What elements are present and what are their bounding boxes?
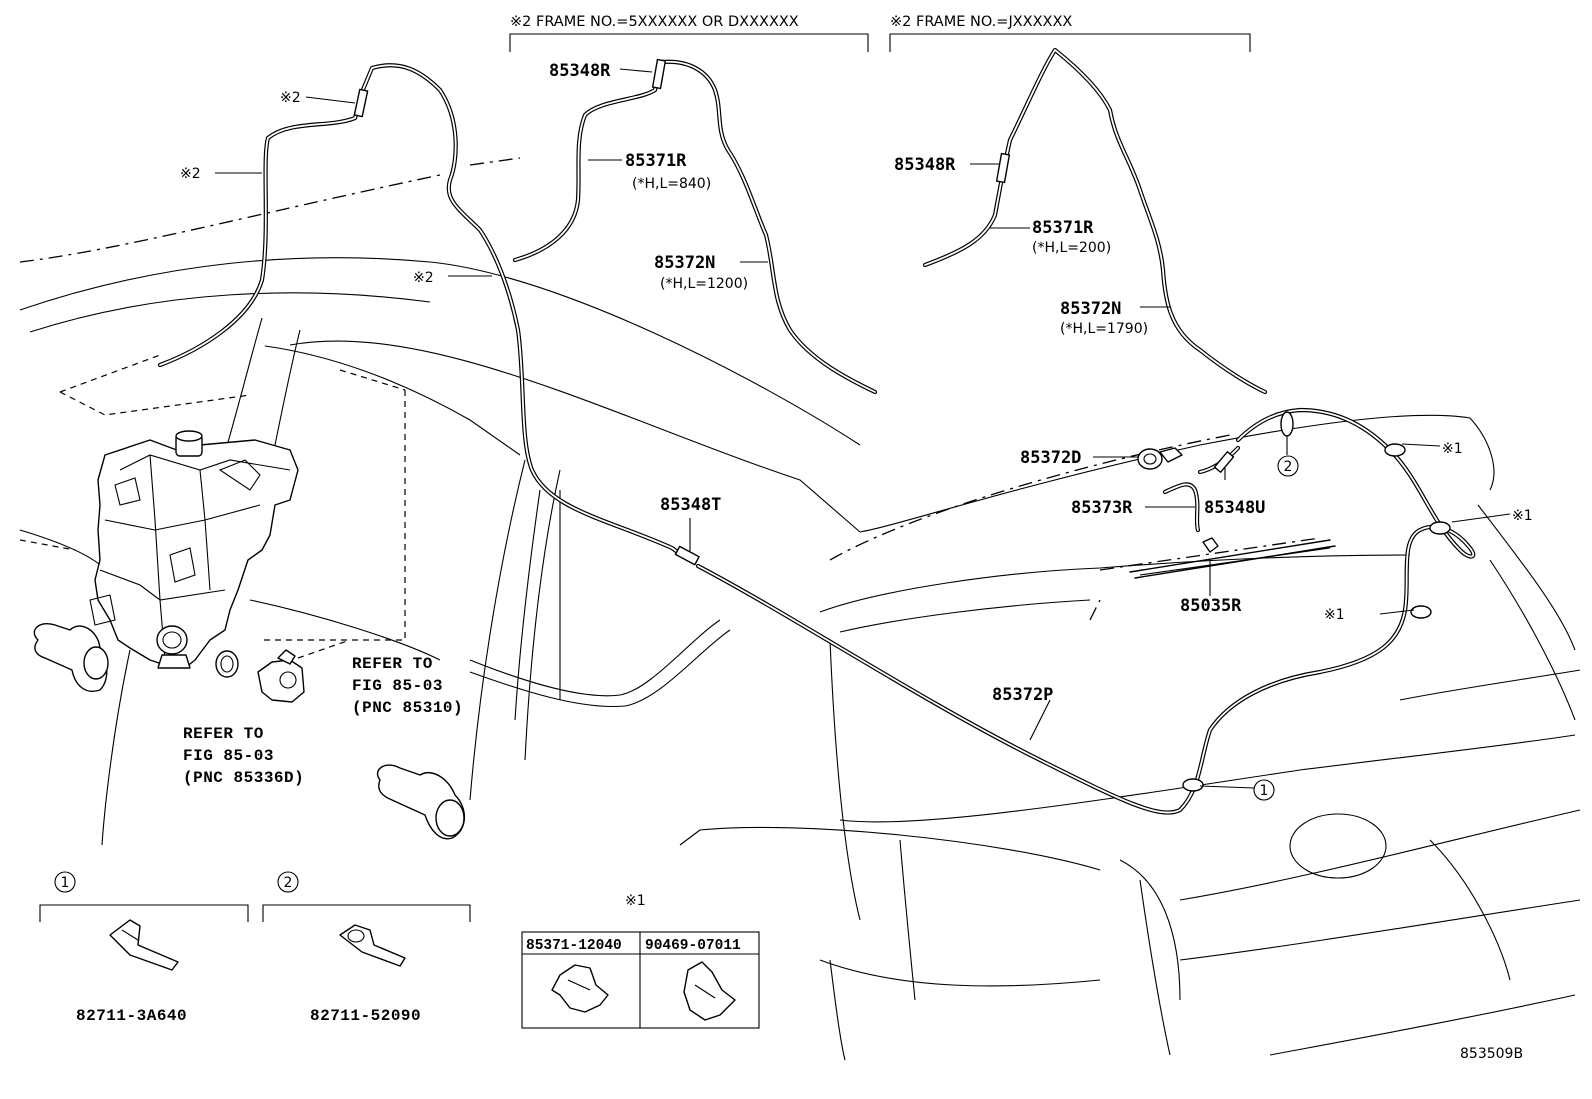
clamp-2-icon <box>1280 411 1294 437</box>
grommet-icon <box>215 650 239 678</box>
clamp-82711-52090-icon <box>339 924 406 967</box>
legend-clamp-1: 1 82711-3A640 <box>39 871 249 1025</box>
part-label: 82711-52090 <box>310 1007 421 1025</box>
refer-text: (PNC 85336D) <box>183 769 304 787</box>
svg-text:2: 2 <box>284 875 293 891</box>
callout-number: 2 <box>1284 459 1293 475</box>
washer-pump-icon <box>257 639 351 703</box>
vehicle-body-outline <box>19 157 1581 1061</box>
refer-text: REFER TO <box>183 725 264 743</box>
clamp-ring-icon <box>1384 443 1406 457</box>
hose-variant-b <box>922 47 1268 395</box>
part-label: 82711-3A640 <box>76 1007 187 1025</box>
part-label: 85348U <box>1204 498 1265 518</box>
clamp-82711-3A640-icon <box>109 919 179 971</box>
svg-text:※2 FRAME NO.=JXXXXXX: ※2 FRAME NO.=JXXXXXX <box>890 14 1072 30</box>
part-label: 85035R <box>1180 596 1242 616</box>
table-note: ※1 <box>625 893 646 909</box>
svg-text:※2 FRAME NO.=5XXXXXX OR DXXXXX: ※2 FRAME NO.=5XXXXXX OR DXXXXXX <box>510 14 799 30</box>
note-label: ※1 <box>1324 607 1345 623</box>
clamp-ring-icon <box>1429 521 1451 535</box>
frame-header-a: ※2 FRAME NO.=5XXXXXX OR DXXXXXX <box>509 14 869 52</box>
callout-number: 1 <box>1260 783 1269 799</box>
legend-clamp-2: 2 82711-52090 <box>262 871 471 1025</box>
note-label: ※2 <box>280 90 301 106</box>
refer-text: FIG 85-03 <box>183 747 274 765</box>
washer-tank-icon <box>89 430 299 669</box>
clip-85035R-icon <box>1202 537 1219 553</box>
table-header: 90469-07011 <box>645 938 741 954</box>
hose-85373R-icon <box>1162 445 1241 533</box>
note-label: ※1 <box>1442 441 1463 457</box>
clip-85371-12040-icon <box>551 964 609 1013</box>
part-label: 85372N <box>654 253 715 273</box>
clip-90469-07011-icon <box>683 961 736 1021</box>
part-label: 85371R <box>625 151 687 171</box>
refer-text: REFER TO <box>352 655 433 673</box>
part-spec: (*H,L=1200) <box>660 276 748 292</box>
nozzle-85372D-icon <box>1137 447 1183 470</box>
note-label: ※2 <box>180 166 201 182</box>
frame-header-b: ※2 FRAME NO.=JXXXXXX <box>889 14 1251 52</box>
document-number: 853509B <box>1460 1046 1523 1062</box>
clamp-ring-icon <box>1410 605 1432 619</box>
part-spec: (*H,L=1790) <box>1060 321 1148 337</box>
wiper-blade-icon <box>1129 539 1336 579</box>
part-label: 85372N <box>1060 299 1121 319</box>
part-labels: ※2 ※2 ※2 85348R 85371R (*H,L=840) 85372N… <box>180 61 1533 801</box>
part-label: 85373R <box>1071 498 1133 518</box>
hose-clamps <box>1182 411 1451 792</box>
svg-text:1: 1 <box>61 875 70 891</box>
leader-lines <box>215 68 1511 789</box>
mount-bushing-icon <box>33 623 466 840</box>
refer-text: (PNC 85310) <box>352 699 463 717</box>
part-label: 85348T <box>660 495 721 515</box>
part-spec: (*H,L=840) <box>632 176 711 192</box>
hose-variant-a <box>512 58 878 395</box>
refer-text: FIG 85-03 <box>352 677 443 695</box>
note-label: ※1 <box>1512 508 1533 524</box>
clamp-1-icon <box>1182 778 1204 792</box>
table-header: 85371-12040 <box>526 938 622 954</box>
part-label: 85348R <box>894 155 956 175</box>
part-spec: (*H,L=200) <box>1032 240 1111 256</box>
part-label: 85371R <box>1032 218 1094 238</box>
part-label: 85348R <box>549 61 611 81</box>
note-label: ※2 <box>413 270 434 286</box>
part-label: 85372D <box>1020 448 1081 468</box>
part-label: 85372P <box>992 685 1053 705</box>
legend-table: ※1 85371-12040 90469-07011 <box>521 893 760 1029</box>
